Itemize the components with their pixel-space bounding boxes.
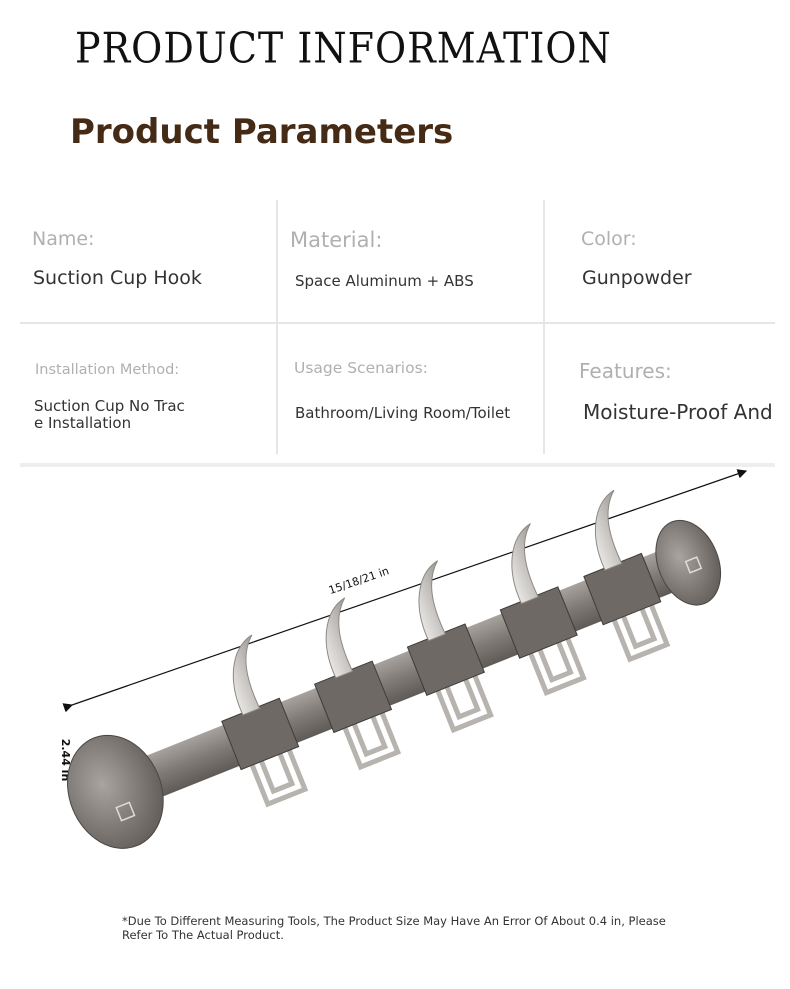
release-tab-icon <box>684 556 703 574</box>
section-title: Product Parameters <box>70 112 454 152</box>
hook <box>313 597 402 771</box>
param-value: Suction Cup No Trac e Installation <box>34 397 185 432</box>
param-name: Name: Suction Cup Hook <box>20 200 278 324</box>
length-label: 15/18/21 in <box>327 564 391 597</box>
param-value: Gunpowder <box>582 267 692 289</box>
param-value: Moisture-Proof And R <box>583 400 775 424</box>
param-value: Bathroom/Living Room/Toilet <box>295 404 511 422</box>
param-label: Color: <box>581 228 637 250</box>
param-label: Name: <box>32 228 95 250</box>
param-material: Material: Space Aluminum + ABS <box>278 200 545 324</box>
param-installation: Installation Method: Suction Cup No Trac… <box>20 324 278 454</box>
page-title: PRODUCT INFORMATION <box>75 24 612 73</box>
hook <box>221 634 309 808</box>
release-tab-icon <box>115 801 136 822</box>
param-value: Suction Cup Hook <box>33 267 202 289</box>
param-usage: Usage Scenarios: Bathroom/Living Room/To… <box>278 324 545 454</box>
param-label: Material: <box>290 228 383 252</box>
suction-cup-left <box>67 734 164 849</box>
hook-rack <box>67 489 722 849</box>
param-label: Installation Method: <box>35 362 180 378</box>
param-value: Space Aluminum + ABS <box>295 272 474 290</box>
hook <box>499 523 587 696</box>
param-color: Color: Gunpowder <box>545 200 775 324</box>
hook <box>406 560 494 734</box>
hooks <box>221 489 671 808</box>
param-label: Usage Scenarios: <box>294 359 428 377</box>
product-illustration: 15/18/21 in 2.44 in <box>59 469 748 849</box>
param-features: Features: Moisture-Proof And R <box>545 324 775 454</box>
footnote: *Due To Different Measuring Tools, The P… <box>122 914 666 942</box>
suction-cup-right <box>655 519 722 606</box>
param-label: Features: <box>579 359 672 383</box>
length-dimension-line <box>62 469 748 713</box>
divider <box>20 463 775 467</box>
parameters-table: Name: Suction Cup Hook Material: Space A… <box>20 200 775 462</box>
hook <box>583 489 671 663</box>
